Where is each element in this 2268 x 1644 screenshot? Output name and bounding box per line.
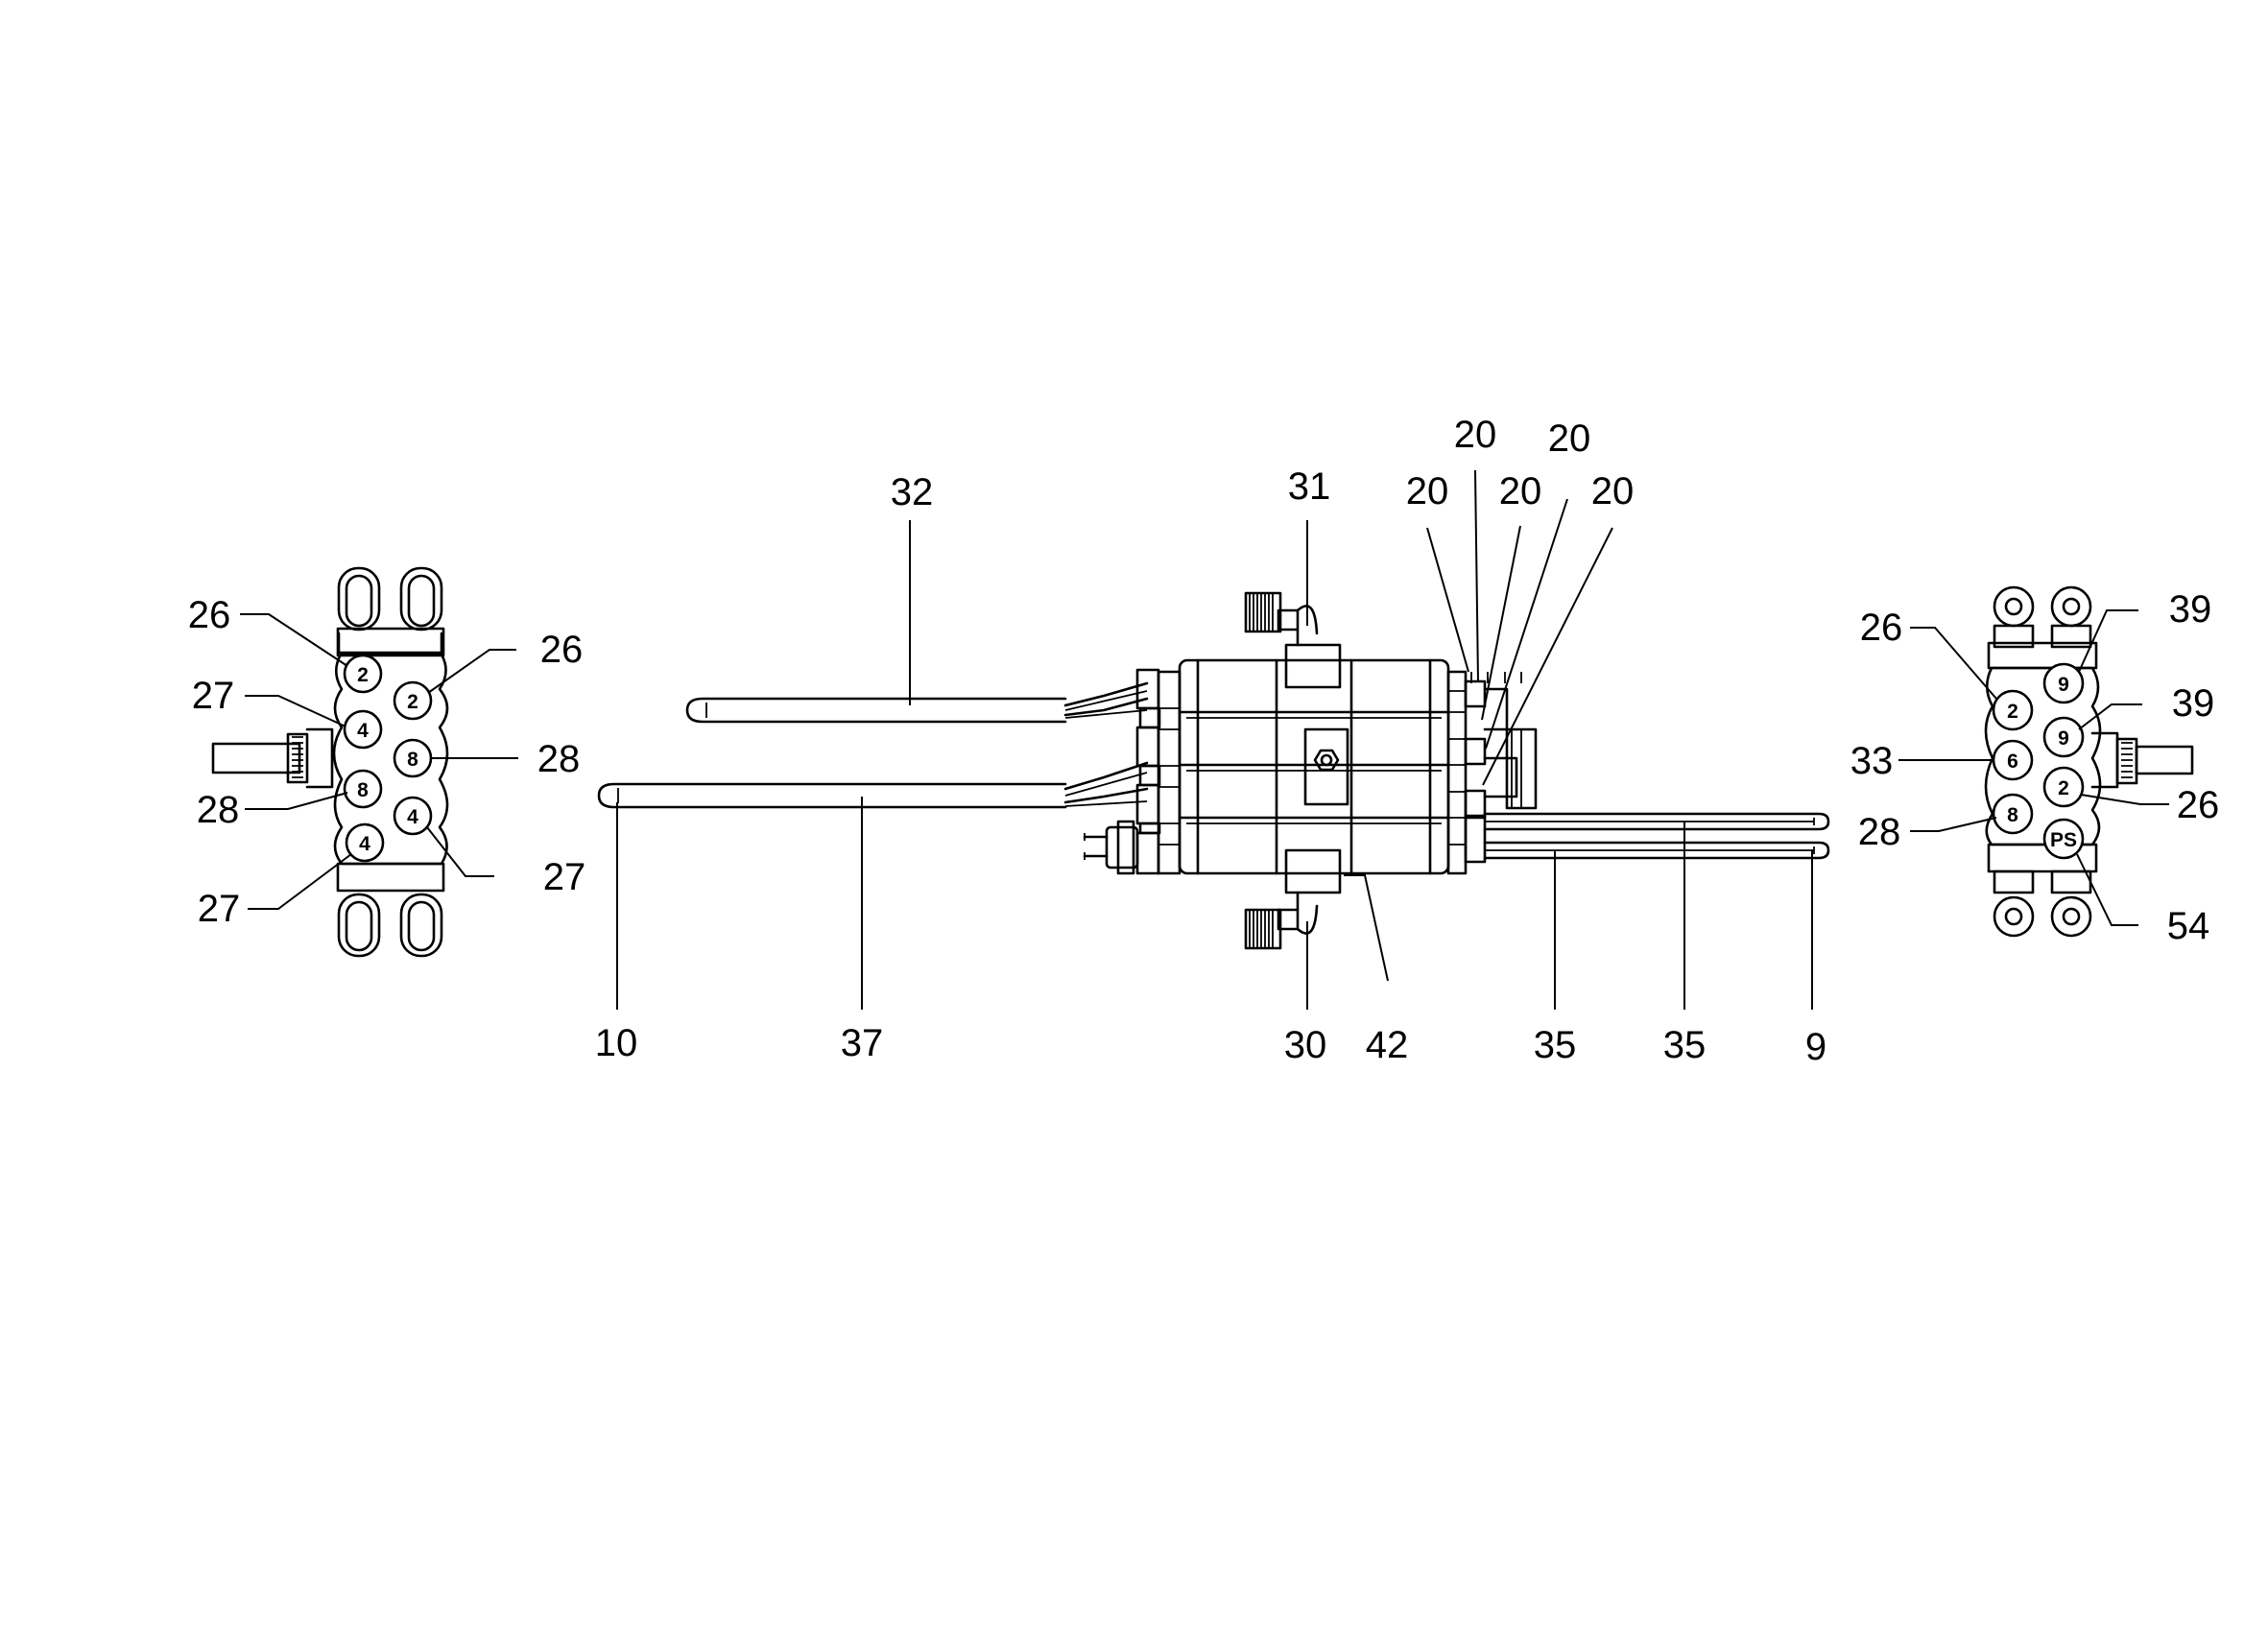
left-port-label: 8 — [357, 779, 369, 801]
callout-label: 10 — [595, 1022, 638, 1064]
callout-label: 28 — [197, 789, 240, 831]
right-port-label: 9 — [2058, 727, 2069, 750]
callout-label: 26 — [1860, 607, 1903, 649]
right-port-label: 9 — [2058, 674, 2069, 696]
callout-label: 35 — [1534, 1024, 1577, 1066]
left-port-label: 8 — [407, 749, 418, 771]
center-leaders — [616, 469, 1813, 1010]
callout-label: 30 — [1284, 1024, 1327, 1066]
callout-label: 32 — [891, 471, 934, 513]
top-elbow-fitting — [1244, 591, 1342, 689]
right-port-label: 2 — [2007, 701, 2018, 723]
left-ports: 2 2 4 8 8 4 4 — [343, 654, 433, 863]
left-port-label: 2 — [407, 691, 418, 713]
right-port-label: 2 — [2058, 777, 2069, 799]
sensor-connector — [1083, 820, 1139, 875]
callout-label: 35 — [1663, 1024, 1707, 1066]
left-valve-body — [332, 653, 449, 866]
callout-label: 28 — [1858, 811, 1901, 853]
right-bottom-fittings — [1987, 843, 2098, 938]
callout-label: 42 — [1366, 1024, 1409, 1066]
callout-label: 31 — [1288, 465, 1331, 508]
right-shaft — [2090, 731, 2194, 789]
left-bottom-fittings — [336, 862, 445, 958]
right-port-label: 6 — [2007, 751, 2018, 773]
right-port-label: 8 — [2007, 804, 2018, 826]
callout-label: 27 — [198, 888, 241, 930]
left-top-fittings — [336, 566, 445, 657]
callout-label: 20 — [1499, 470, 1542, 512]
right-short-tubes — [1464, 812, 1830, 864]
right-ports: 9 2 9 6 2 8 PS — [1992, 662, 2085, 860]
callout-label: 26 — [540, 629, 584, 671]
callout-label: 37 — [841, 1022, 884, 1064]
left-shaft — [211, 727, 334, 789]
left-leaders — [240, 613, 518, 910]
callout-label: 20 — [1454, 414, 1497, 456]
left-port-label: 4 — [357, 720, 369, 742]
callout-label: 27 — [192, 675, 235, 717]
right-top-fittings — [1987, 585, 2098, 670]
manifold-body — [1178, 658, 1450, 875]
callout-label: 9 — [1805, 1026, 1826, 1068]
upper-probe-tube — [685, 681, 1149, 724]
right-port-label: PS — [2050, 829, 2077, 851]
left-port-label: 4 — [407, 806, 418, 828]
callout-label: 20 — [1548, 417, 1591, 460]
callout-label: 20 — [1591, 470, 1635, 512]
callout-label: 28 — [537, 738, 581, 780]
callout-label: 39 — [2172, 682, 2215, 725]
left-port-label: 4 — [359, 833, 370, 855]
center-side-view: 32 31 20 20 20 20 20 10 37 30 42 35 35 9 — [595, 414, 1830, 1068]
bottom-elbow-fitting — [1244, 848, 1342, 950]
right-leaders — [1898, 609, 2169, 926]
callout-label: 27 — [543, 856, 586, 898]
callout-label: 33 — [1850, 740, 1894, 782]
callout-label: 26 — [188, 594, 231, 636]
callout-label: 20 — [1406, 470, 1449, 512]
right-fitting-stack — [1446, 670, 1538, 875]
callout-label: 54 — [2167, 905, 2210, 947]
callout-label: 26 — [2177, 784, 2220, 826]
left-end-view: 2 2 4 8 8 4 4 26 26 27 28 28 27 27 — [188, 566, 586, 958]
right-end-view: 9 2 9 6 2 8 PS 39 26 39 33 26 28 54 — [1850, 585, 2220, 947]
callout-label: 39 — [2169, 588, 2212, 631]
left-port-label: 2 — [357, 664, 369, 686]
lower-probe-tube — [597, 761, 1149, 809]
